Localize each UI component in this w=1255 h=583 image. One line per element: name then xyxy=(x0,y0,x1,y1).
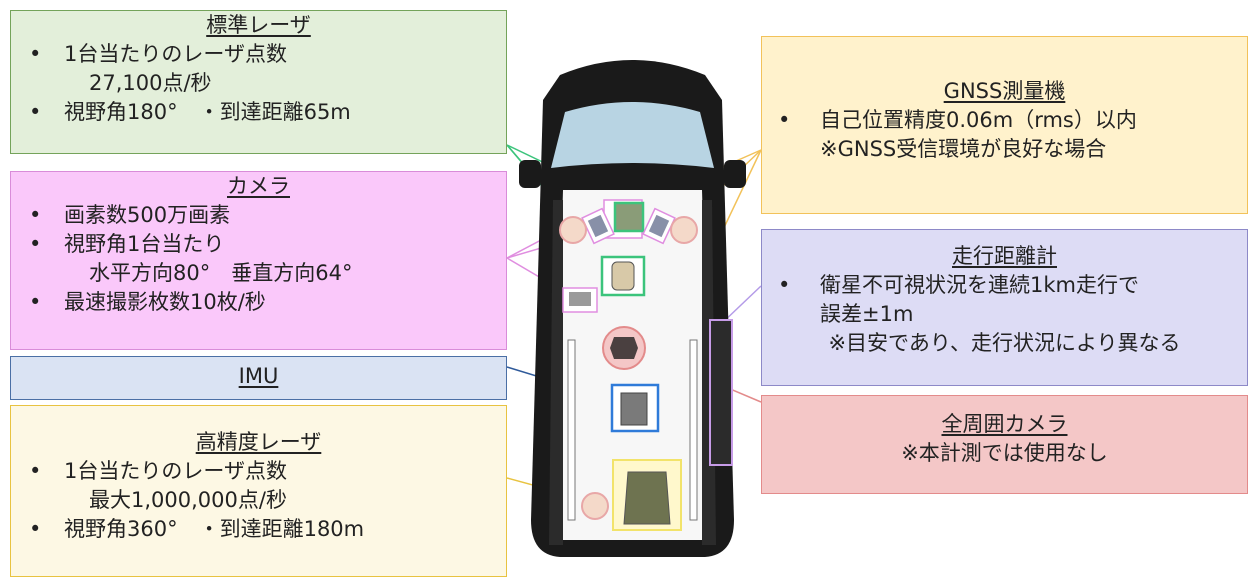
odometer xyxy=(709,319,733,466)
high-precision-laser-points-value: 最大1,000,000点/秒 xyxy=(89,488,287,512)
odometer-note: ※目安であり、走行状況により異なる xyxy=(828,331,1181,355)
standard-laser-fov: 視野角180° ・到達距離65m xyxy=(11,98,506,127)
gnss-box: GNSS測量機 自己位置精度0.06m（rms）以内 ※GNSS受信環境が良好な… xyxy=(761,36,1248,214)
camera-fov-value: 水平方向80° 垂直方向64° xyxy=(89,261,353,285)
high-precision-laser-title: 高精度レーザ xyxy=(195,430,322,454)
gnss-antenna-left xyxy=(559,216,587,244)
camera-box: カメラ 画素数500万画素 視野角1台当たり 水平方向80° 垂直方向64° 最… xyxy=(10,171,507,350)
imu-box: IMU xyxy=(10,356,507,400)
sensors xyxy=(559,199,733,531)
gnss-antenna-right xyxy=(670,216,698,244)
standard-laser-box: 標準レーザ 1台当たりのレーザ点数 27,100点/秒 視野角180° ・到達距… xyxy=(10,10,507,154)
omni-camera-title: 全周囲カメラ xyxy=(941,412,1068,436)
odometer-box: 走行距離計 衛星不可視状況を連続1km走行で 誤差±1m ※目安であり、走行状況… xyxy=(761,229,1248,386)
imu-title: IMU xyxy=(238,364,279,388)
high-precision-laser-fov: 視野角360° ・到達距離180m xyxy=(11,515,506,544)
camera-title: カメラ xyxy=(227,174,290,198)
gnss-accuracy: 自己位置精度0.06m（rms）以内 xyxy=(762,106,1247,135)
gnss-antenna-rear xyxy=(581,492,609,520)
high-precision-laser-points-label: 1台当たりのレーザ点数 xyxy=(11,457,506,486)
right-mirror xyxy=(724,160,746,188)
standard-laser-title: 標準レーザ xyxy=(206,13,311,37)
camera-frame-rate: 最速撮影枚数10枚/秒 xyxy=(11,288,506,317)
odometer-title: 走行距離計 xyxy=(952,244,1057,268)
omni-camera-box: 全周囲カメラ ※本計測では使用なし xyxy=(761,395,1248,494)
odometer-error: 誤差±1m xyxy=(820,302,914,326)
high-precision-laser-box: 高精度レーザ 1台当たりのレーザ点数 最大1,000,000点/秒 視野角360… xyxy=(10,405,507,577)
omni-camera-note: ※本計測では使用なし xyxy=(901,441,1108,465)
camera-pixels: 画素数500万画素 xyxy=(11,201,506,230)
camera-fov-label: 視野角1台当たり xyxy=(11,230,506,259)
standard-laser-points-value: 27,100点/秒 xyxy=(89,71,212,95)
odometer-condition: 衛星不可視状況を連続1km走行で xyxy=(762,271,1247,300)
standard-laser-front xyxy=(613,201,645,233)
gnss-accuracy-note: ※GNSS受信環境が良好な場合 xyxy=(820,137,1107,161)
left-mirror xyxy=(519,160,541,188)
gnss-title: GNSS測量機 xyxy=(943,79,1066,103)
standard-laser-points-label: 1台当たりのレーザ点数 xyxy=(11,40,506,69)
windshield xyxy=(551,102,714,168)
side-camera xyxy=(569,292,591,306)
